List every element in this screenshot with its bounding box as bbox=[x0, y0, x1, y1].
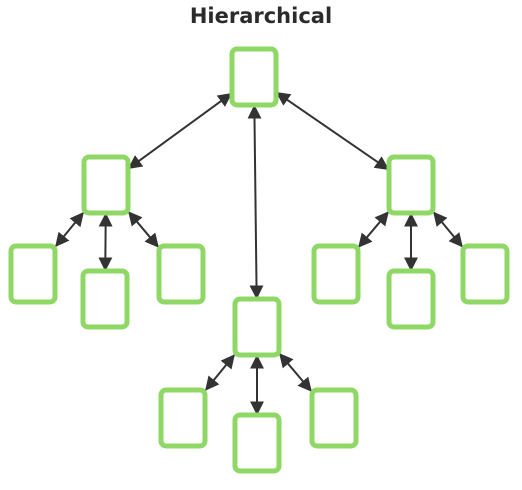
diagram-title: Hierarchical bbox=[189, 4, 333, 28]
edge-middle-to-middle-3 bbox=[279, 353, 312, 392]
node-right[interactable] bbox=[386, 154, 436, 216]
edge-root-to-left bbox=[127, 92, 233, 170]
node-left-2[interactable] bbox=[80, 268, 130, 330]
edge-root-to-right bbox=[275, 91, 390, 171]
edge-left-to-left-3 bbox=[128, 211, 159, 248]
edges-layer bbox=[55, 91, 463, 416]
edge-left-to-left-1 bbox=[55, 211, 84, 248]
node-box[interactable] bbox=[156, 243, 206, 305]
node-box[interactable] bbox=[386, 268, 436, 330]
node-left-1[interactable] bbox=[8, 243, 58, 305]
edge-right-to-right-1 bbox=[358, 211, 389, 248]
node-left[interactable] bbox=[81, 154, 131, 216]
node-box[interactable] bbox=[309, 387, 359, 449]
node-box[interactable] bbox=[8, 243, 58, 305]
node-box[interactable] bbox=[229, 46, 279, 108]
node-box[interactable] bbox=[311, 243, 361, 305]
edge-root-to-middle bbox=[247, 104, 264, 300]
node-right-2[interactable] bbox=[386, 268, 436, 330]
node-right-1[interactable] bbox=[311, 243, 361, 305]
node-middle-2[interactable] bbox=[232, 412, 282, 474]
node-box[interactable] bbox=[232, 412, 282, 474]
node-box[interactable] bbox=[80, 268, 130, 330]
node-box[interactable] bbox=[81, 154, 131, 216]
edge-middle-to-middle-1 bbox=[205, 354, 235, 391]
node-box[interactable] bbox=[460, 243, 510, 305]
node-box[interactable] bbox=[158, 387, 208, 449]
node-right-3[interactable] bbox=[460, 243, 510, 305]
node-left-3[interactable] bbox=[156, 243, 206, 305]
nodes-layer bbox=[8, 46, 510, 474]
node-root[interactable] bbox=[229, 46, 279, 108]
edge-right-to-right-3 bbox=[433, 211, 463, 248]
node-middle-1[interactable] bbox=[158, 387, 208, 449]
node-middle[interactable] bbox=[232, 296, 282, 358]
node-box[interactable] bbox=[232, 296, 282, 358]
node-box[interactable] bbox=[386, 154, 436, 216]
node-middle-3[interactable] bbox=[309, 387, 359, 449]
